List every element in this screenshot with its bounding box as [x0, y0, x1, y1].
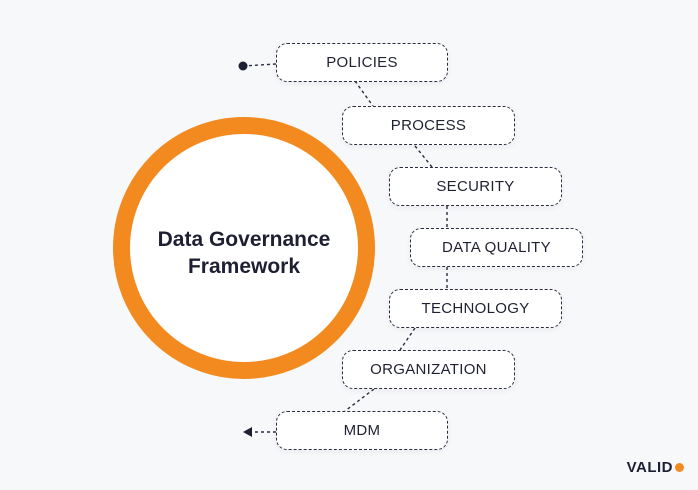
pill-data-quality: DATA QUALITY — [410, 228, 583, 267]
pill-security: SECURITY — [389, 167, 562, 206]
brand-name: VALID — [626, 459, 673, 476]
brand-logo: VALID — [627, 459, 684, 476]
logo-dot-icon — [675, 463, 684, 472]
framework-title: Data Governance Framework — [113, 226, 375, 280]
arrowhead-icon — [243, 427, 252, 437]
connector-process-security — [414, 145, 433, 168]
title-line-1: Data Governance — [157, 228, 331, 251]
pill-mdm: MDM — [276, 411, 448, 450]
connector-technology-organization — [399, 327, 416, 351]
start-connector — [242, 63, 277, 67]
pill-technology: TECHNOLOGY — [389, 289, 562, 328]
connector-organization-mdm — [344, 388, 375, 412]
title-line-2: Framework — [187, 255, 301, 278]
connector-policies-process — [354, 80, 374, 107]
pill-process: PROCESS — [342, 106, 515, 145]
pill-organization: ORGANIZATION — [342, 350, 515, 389]
start-dot — [238, 61, 248, 71]
pill-policies: POLICIES — [276, 43, 448, 82]
